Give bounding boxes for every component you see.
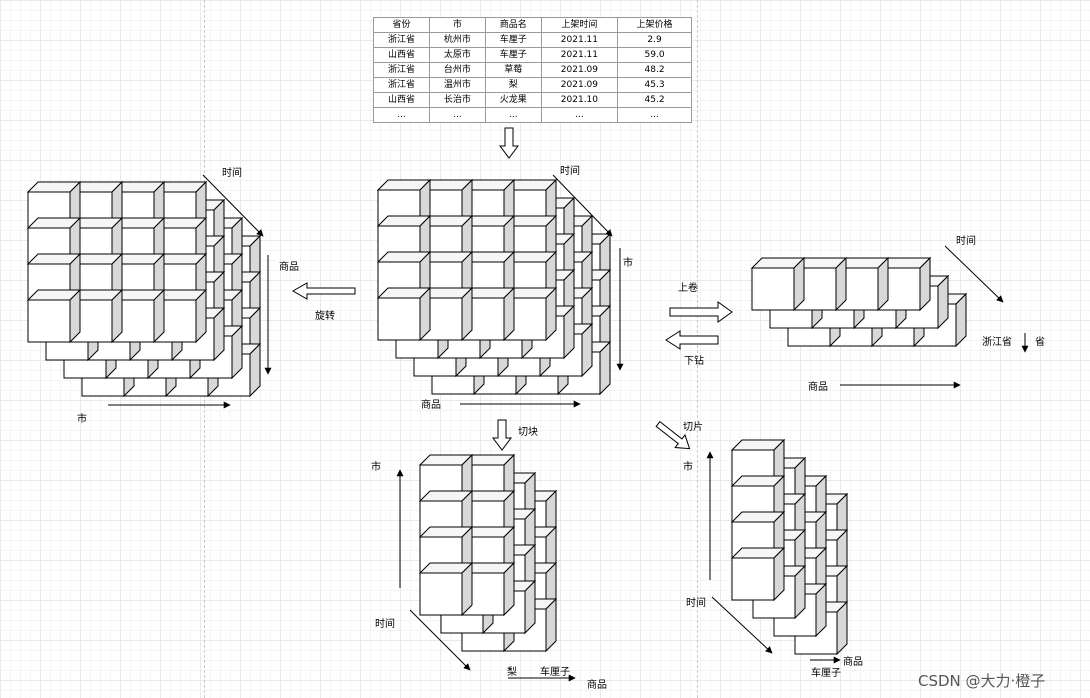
cell-ellipsis: ... bbox=[484, 107, 542, 123]
cube bbox=[419, 562, 473, 616]
guide-line-right bbox=[697, 0, 698, 698]
left-time-label: 时间 bbox=[222, 168, 242, 179]
rotate-arrow bbox=[291, 282, 356, 300]
table-row: 山西省 长治市 火龙果 2021.10 45.2 bbox=[373, 92, 692, 108]
header-province: 省份 bbox=[373, 17, 430, 33]
cell-price: 2.9 bbox=[617, 32, 692, 48]
cell-city: 太原市 bbox=[428, 47, 486, 63]
dice-city-label: 市 bbox=[371, 462, 381, 473]
cell-ellipsis: ... bbox=[617, 107, 692, 123]
slice-cherry-label: 车厘子 bbox=[811, 668, 841, 679]
cell-province: 浙江省 bbox=[373, 32, 430, 48]
dice-time-axis-arrow bbox=[409, 609, 471, 671]
right-time-axis-arrow bbox=[944, 245, 1004, 303]
cell-product: 火龙果 bbox=[484, 92, 542, 108]
cell-ellipsis: ... bbox=[540, 107, 619, 123]
table-row: 浙江省 杭州市 车厘子 2021.11 2.9 bbox=[373, 32, 692, 48]
cell-time: 2021.10 bbox=[540, 92, 619, 108]
cube bbox=[751, 257, 805, 311]
slice-time-axis-arrow bbox=[711, 596, 773, 654]
dice-pear-label: 梨 bbox=[507, 667, 517, 678]
slice-label: 切片 bbox=[683, 422, 703, 433]
rotated-cube bbox=[27, 181, 261, 397]
dice-cherry-label: 车厘子 bbox=[540, 667, 570, 678]
cell-ellipsis: ... bbox=[428, 107, 486, 123]
lines-layer bbox=[108, 127, 1029, 682]
center-time-axis-arrow bbox=[552, 174, 613, 237]
table-to-cube-arrow bbox=[499, 127, 519, 159]
drilldown-label: 下钻 bbox=[684, 356, 704, 367]
center-cube bbox=[377, 179, 611, 395]
cell-province: 山西省 bbox=[373, 47, 430, 63]
drilldown-arrow bbox=[665, 330, 719, 350]
dice-product-label: 商品 bbox=[587, 680, 607, 691]
cell-time: 2021.11 bbox=[540, 47, 619, 63]
cell-province: 山西省 bbox=[373, 92, 430, 108]
rollup-label: 上卷 bbox=[678, 283, 698, 294]
dice-arrow bbox=[492, 419, 512, 451]
table-row: 浙江省 台州市 草莓 2021.09 48.2 bbox=[373, 62, 692, 78]
cell-ellipsis: ... bbox=[373, 107, 430, 123]
table-row: ... ... ... ... ... bbox=[373, 107, 692, 123]
left-time-axis-arrow bbox=[202, 174, 264, 237]
cell-time: 2021.09 bbox=[540, 77, 619, 93]
cell-price: 45.2 bbox=[617, 92, 692, 108]
cell-product: 车厘子 bbox=[484, 32, 542, 48]
left-city-label: 市 bbox=[77, 414, 87, 425]
cell-city: 长治市 bbox=[428, 92, 486, 108]
header-listing-time: 上架时间 bbox=[540, 17, 619, 33]
right-product-label: 商品 bbox=[808, 382, 828, 393]
cube bbox=[27, 289, 81, 343]
right-province-label: 省 bbox=[1035, 337, 1045, 348]
table-row: 山西省 太原市 车厘子 2021.11 59.0 bbox=[373, 47, 692, 63]
dice-cube bbox=[419, 454, 557, 652]
slice-city-label: 市 bbox=[683, 462, 693, 473]
dice-time-label: 时间 bbox=[375, 619, 395, 630]
cell-price: 48.2 bbox=[617, 62, 692, 78]
cell-city: 杭州市 bbox=[428, 32, 486, 48]
cell-city: 台州市 bbox=[428, 62, 486, 78]
left-product-label: 商品 bbox=[279, 262, 299, 273]
cube bbox=[377, 287, 431, 341]
rotate-label: 旋转 bbox=[315, 311, 335, 322]
cell-product: 梨 bbox=[484, 77, 542, 93]
dice-label: 切块 bbox=[518, 427, 538, 438]
header-listing-price: 上架价格 bbox=[617, 17, 692, 33]
slice-arrow bbox=[655, 420, 691, 450]
right-zhejiang-label: 浙江省 bbox=[982, 337, 1012, 348]
right-time-label: 时间 bbox=[956, 236, 976, 247]
cell-city: 温州市 bbox=[428, 77, 486, 93]
rollup-cube bbox=[751, 257, 967, 347]
slice-time-label: 时间 bbox=[686, 598, 706, 609]
center-time-label: 时间 bbox=[560, 166, 580, 177]
header-product: 商品名 bbox=[484, 17, 542, 33]
center-product-label: 商品 bbox=[421, 400, 441, 411]
cell-time: 2021.09 bbox=[540, 62, 619, 78]
slice-cube bbox=[731, 439, 848, 655]
cell-product: 车厘子 bbox=[484, 47, 542, 63]
cell-price: 59.0 bbox=[617, 47, 692, 63]
cell-province: 浙江省 bbox=[373, 77, 430, 93]
table-row: 浙江省 温州市 梨 2021.09 45.3 bbox=[373, 77, 692, 93]
cell-time: 2021.11 bbox=[540, 32, 619, 48]
center-city-label: 市 bbox=[623, 258, 633, 269]
table-header-row: 省份 市 商品名 上架时间 上架价格 bbox=[373, 17, 692, 33]
header-city: 市 bbox=[428, 17, 486, 33]
cell-price: 45.3 bbox=[617, 77, 692, 93]
sales-data-table: 省份 市 商品名 上架时间 上架价格 浙江省 杭州市 车厘子 2021.11 2… bbox=[373, 17, 692, 123]
slice-product-label: 商品 bbox=[843, 657, 863, 668]
cell-product: 草莓 bbox=[484, 62, 542, 78]
cubes-layer bbox=[27, 179, 967, 655]
cell-province: 浙江省 bbox=[373, 62, 430, 78]
cube bbox=[731, 547, 785, 601]
watermark: CSDN @大力·橙子 bbox=[918, 672, 1046, 690]
rollup-arrow bbox=[669, 301, 733, 323]
